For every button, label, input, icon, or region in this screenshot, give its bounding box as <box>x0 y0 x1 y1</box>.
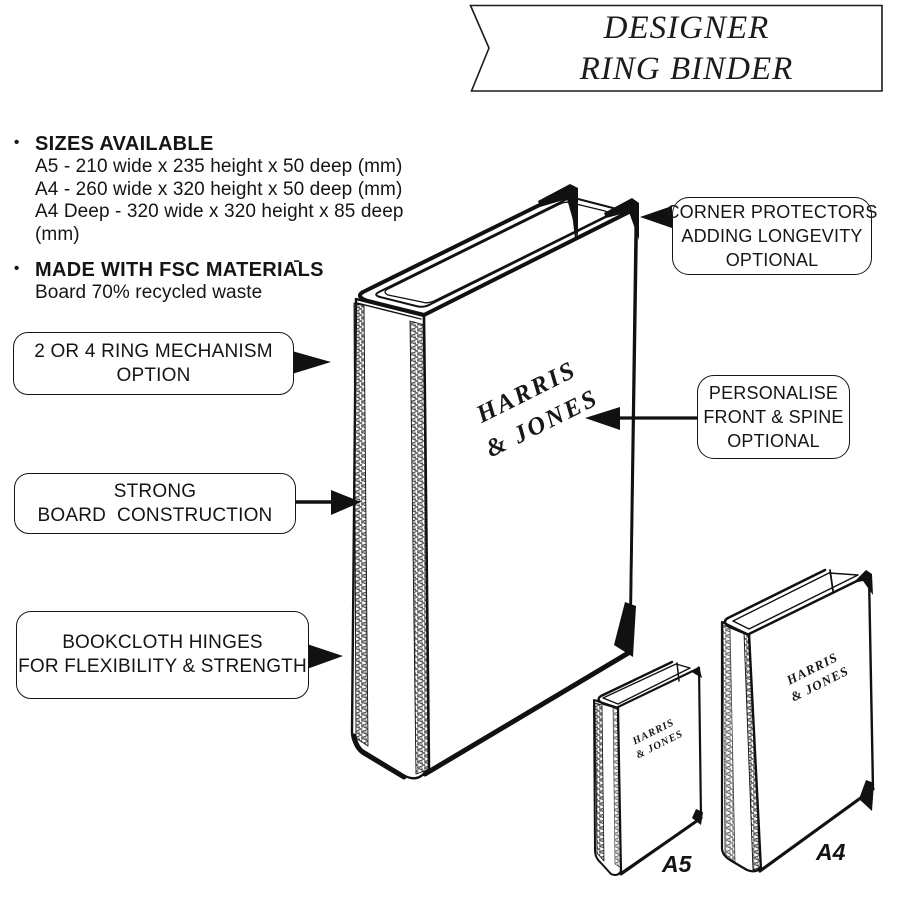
callout-text: CORNER PROTECTORS <box>666 202 878 222</box>
size-line-a4: A4 - 260 wide x 320 height x 50 deep (mm… <box>35 178 403 200</box>
title-banner: DESIGNER RING BINDER <box>469 4 884 93</box>
a5-top-inner-rim <box>602 663 691 705</box>
front-cover-fore-edge <box>628 210 638 652</box>
a4-corner-protector-bottom <box>859 780 874 811</box>
arrow-board <box>294 490 361 515</box>
a4-top-inner-rim <box>732 572 859 630</box>
callout-arrows <box>292 206 697 669</box>
callout-text: FRONT & SPINE <box>703 407 844 427</box>
callout-text: BOOKCLOTH HINGES <box>62 632 263 653</box>
materials-note: Board 70% recycled waste <box>35 282 263 303</box>
arrow-hinges <box>307 644 343 669</box>
size-label-a5: A5 <box>662 851 692 877</box>
corner-protector-top-back <box>538 184 578 238</box>
a5-binder <box>593 660 703 876</box>
sizes-section: • SIZES AVAILABLE A5 - 210 wide x 235 hei… <box>14 131 444 246</box>
callout-text: FOR FLEXIBILITY & STRENGTH <box>18 656 307 677</box>
banner-title-line1: DESIGNER <box>603 9 770 46</box>
a4-top-outer-edge <box>723 568 827 637</box>
hinge-texture-left <box>353 302 369 747</box>
stray-dash-mark: - <box>293 247 301 272</box>
front-cover-top-edge <box>422 206 639 317</box>
product-info: • SIZES AVAILABLE A5 - 210 wide x 235 hei… <box>14 131 444 305</box>
materials-heading: • MADE WITH FSC MATERIALS <box>14 257 444 282</box>
a4-bottom-edge <box>758 787 875 873</box>
bullet-icon: • <box>14 260 20 277</box>
binder-top-outer-edge <box>358 190 568 317</box>
a4-corner-protector-top <box>853 570 873 595</box>
a5-bottom-edge <box>619 816 703 876</box>
binder-spine-top-rim <box>356 302 422 320</box>
bullet-icon: • <box>14 134 20 151</box>
banner-title: DESIGNER RING BINDER <box>469 4 884 93</box>
callout-text: 2 OR 4 RING MECHANISM <box>34 340 273 362</box>
size-label-a4: A4 <box>816 839 846 865</box>
materials-section: • MADE WITH FSC MATERIALS Board 70% recyc… <box>14 257 444 305</box>
arrow-ring-mechanism <box>292 351 331 374</box>
callout-bookcloth-hinges: BOOKCLOTH HINGES FOR FLEXIBILITY & STREN… <box>16 611 309 699</box>
callout-corner-protectors: CORNER PROTECTORS ADDING LONGEVITY OPTIO… <box>666 197 877 275</box>
callout-board-construction: STRONG BOARD CONSTRUCTION <box>14 473 296 534</box>
callout-text: STRONG <box>113 480 197 502</box>
arrow-corner-protectors <box>640 206 672 228</box>
callout-personalise: PERSONALISE FRONT & SPINE OPTIONAL <box>697 375 850 459</box>
banner-ribbon-shape <box>469 4 883 92</box>
binder-bottom-edge <box>351 649 633 780</box>
size-line-a5: A5 - 210 wide x 235 height x 50 deep (mm… <box>35 156 403 177</box>
materials-heading-text: MADE WITH FSC MATERIALS <box>35 259 324 281</box>
a5-back-fore-edge <box>676 662 680 682</box>
callout-ring-mechanism: 2 OR 4 RING MECHANISM OPTION <box>13 332 294 395</box>
main-binder <box>350 184 639 780</box>
callout-text: BOARD CONSTRUCTION <box>37 504 273 526</box>
size-line-a4deep: A4 Deep - 320 wide x 320 height x 85 dee… <box>35 201 404 245</box>
sizes-heading-text: SIZES AVAILABLE <box>35 133 214 155</box>
a4-back-fore-edge <box>829 569 834 592</box>
a5-corner-protector-bottom <box>692 809 703 825</box>
callout-text: OPTIONAL <box>727 431 820 451</box>
corner-protector-bottom-front <box>614 602 636 657</box>
callout-text: ADDING LONGEVITY <box>681 226 863 246</box>
banner-title-line2: RING BINDER <box>579 50 794 87</box>
callout-text: PERSONALISE <box>708 383 839 403</box>
callout-text: OPTIONAL <box>725 250 819 270</box>
a5-corner-protector-top <box>692 666 702 678</box>
arrow-personalise <box>585 407 697 430</box>
sizes-heading: • SIZES AVAILABLE <box>14 131 444 156</box>
callout-text: OPTION <box>116 364 191 386</box>
a4-binder <box>720 568 875 873</box>
corner-protector-top-front <box>604 198 639 240</box>
a5-top-outer-edge <box>597 660 674 710</box>
a5-hinge-texture-left <box>594 702 605 862</box>
